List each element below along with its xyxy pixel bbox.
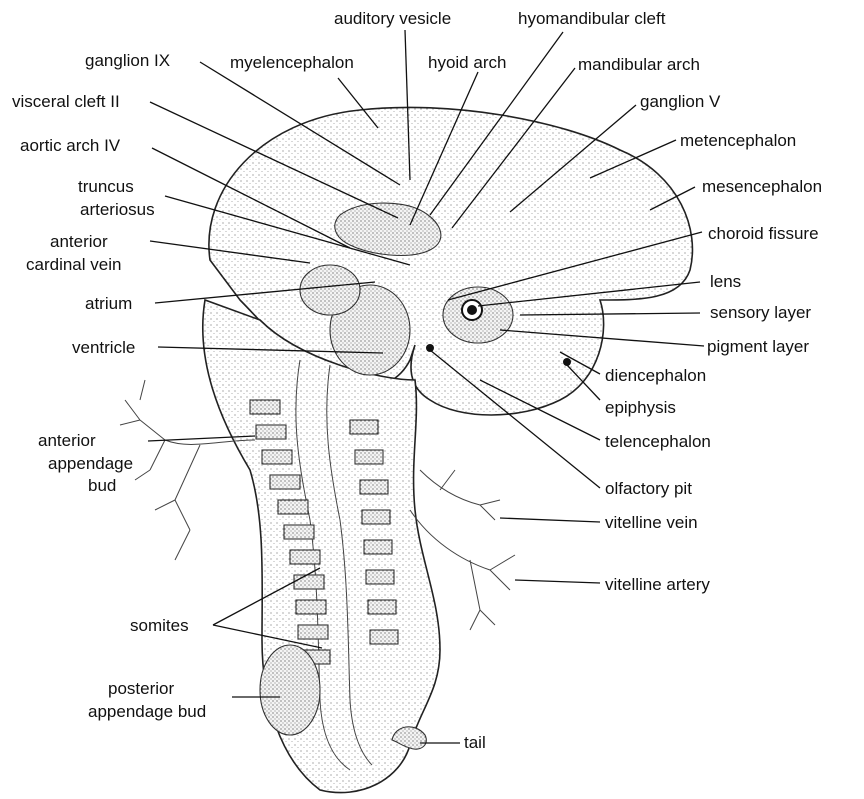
label-tail: tail	[464, 733, 486, 752]
label-anterior-appendage-line2: appendage	[48, 454, 133, 473]
label-ganglion-ix: ganglion IX	[85, 51, 170, 70]
label-mandibular-arch: mandibular arch	[578, 55, 700, 74]
label-aortic-arch-iv: aortic arch IV	[20, 136, 121, 155]
vitelline-vein-shape	[420, 470, 500, 520]
posterior-appendage-bud-shape	[260, 645, 320, 735]
label-auditory-vesicle: auditory vesicle	[334, 9, 451, 28]
label-pigment-layer: pigment layer	[707, 337, 809, 356]
epiphysis-mark	[563, 358, 571, 366]
label-mesencephalon: mesencephalon	[702, 177, 822, 196]
lens-core	[467, 305, 477, 315]
label-myelencephalon: myelencephalon	[230, 53, 354, 72]
label-sensory-layer: sensory layer	[710, 303, 811, 322]
label-posterior-appendage-line1: posterior	[108, 679, 174, 698]
label-anterior-cardinal-line1: anterior	[50, 232, 108, 251]
label-anterior-appendage-line1: anterior	[38, 431, 96, 450]
label-hyoid-arch: hyoid arch	[428, 53, 506, 72]
label-posterior-appendage-line2: appendage bud	[88, 702, 206, 721]
label-ventricle: ventricle	[72, 338, 135, 357]
trunk-outline	[203, 300, 440, 793]
label-metencephalon: metencephalon	[680, 131, 796, 150]
label-hyomandibular-cleft: hyomandibular cleft	[518, 9, 666, 28]
label-diencephalon: diencephalon	[605, 366, 706, 385]
label-somites: somites	[130, 616, 189, 635]
label-olfactory-pit: olfactory pit	[605, 479, 692, 498]
label-anterior-appendage-line3: bud	[88, 476, 116, 495]
label-ganglion-v: ganglion V	[640, 92, 721, 111]
label-truncus-line1: truncus	[78, 177, 134, 196]
label-epiphysis: epiphysis	[605, 398, 676, 417]
label-anterior-cardinal-line2: cardinal vein	[26, 255, 121, 274]
label-truncus-line2: arteriosus	[80, 200, 155, 219]
label-lens: lens	[710, 272, 741, 291]
label-vitelline-vein: vitelline vein	[605, 513, 698, 532]
label-vitelline-artery: vitelline artery	[605, 575, 710, 594]
label-choroid-fissure: choroid fissure	[708, 224, 819, 243]
atrium-shape	[300, 265, 360, 315]
label-telencephalon: telencephalon	[605, 432, 711, 451]
label-visceral-cleft-ii: visceral cleft II	[12, 92, 120, 111]
label-atrium: atrium	[85, 294, 132, 313]
